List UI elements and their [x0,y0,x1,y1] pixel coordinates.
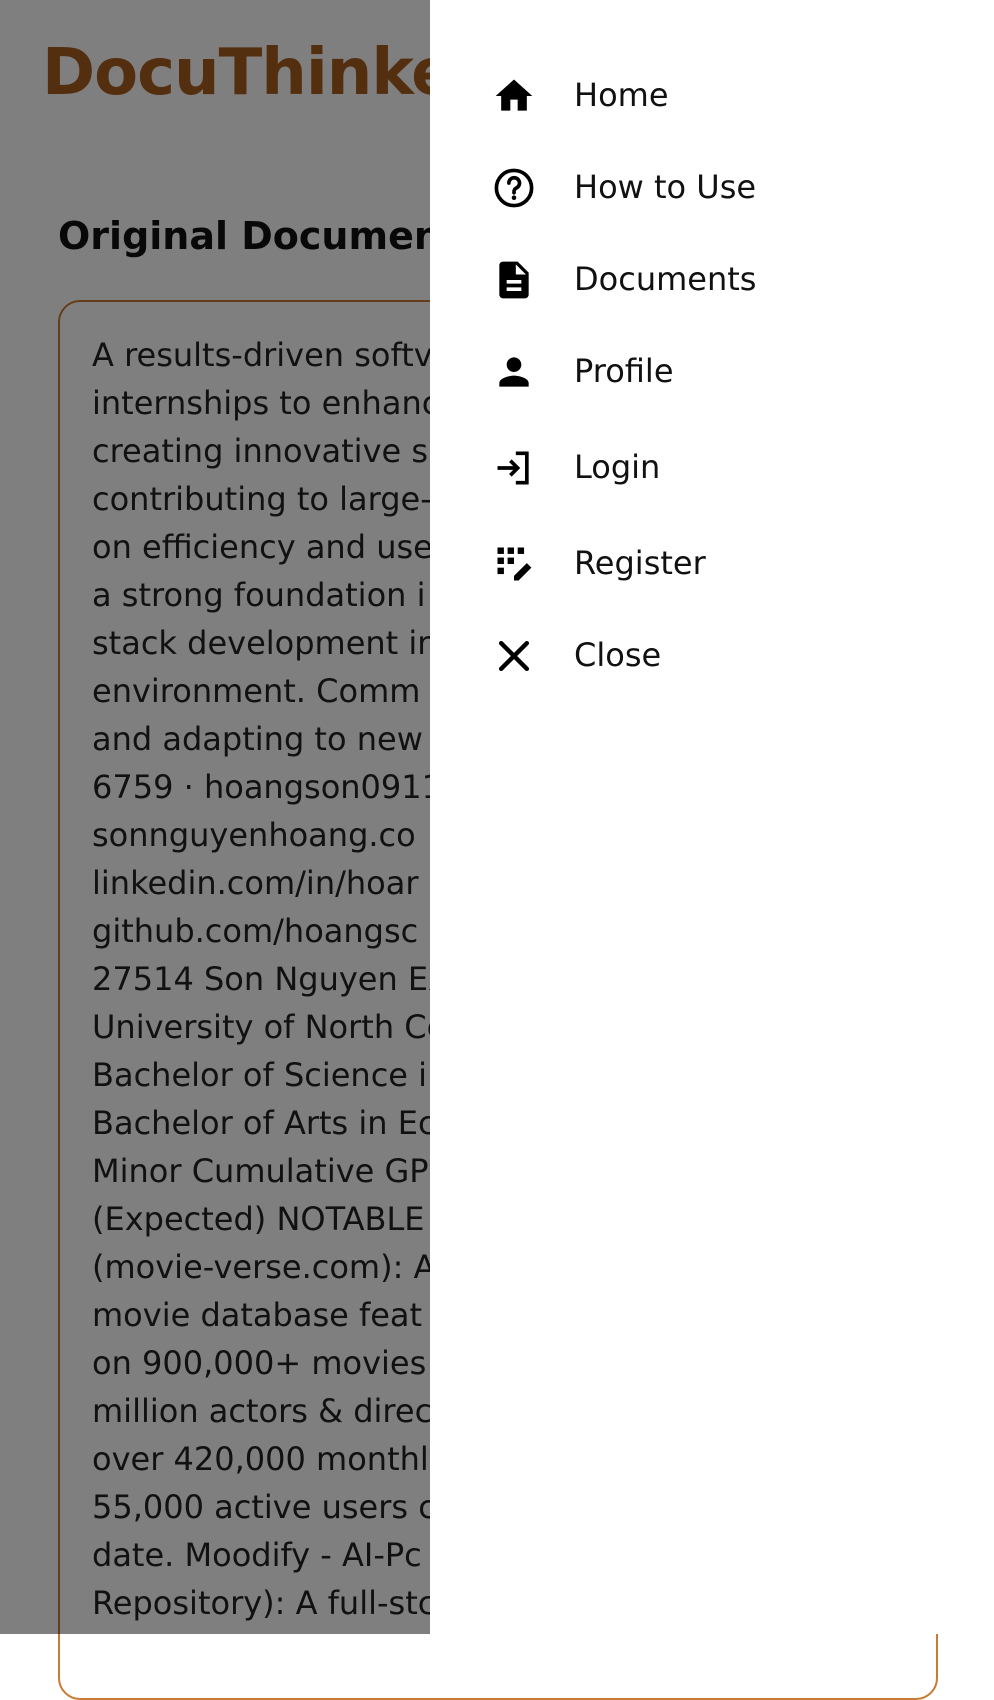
nav-item-how-to-use[interactable]: How to Use [430,140,994,236]
navigation-drawer: Home How to Use Documents Profile [430,0,994,1634]
close-icon [492,634,536,678]
nav-item-label: Documents [574,260,757,298]
login-icon [492,446,536,490]
nav-item-label: Login [574,448,661,486]
document-icon [492,258,536,302]
nav-item-label: Home [574,76,669,114]
nav-item-profile[interactable]: Profile [430,324,994,420]
nav-item-close[interactable]: Close [430,608,994,704]
help-circle-icon [492,166,536,210]
nav-item-register[interactable]: Register [430,516,994,612]
nav-item-label: How to Use [574,168,757,206]
nav-item-label: Register [574,544,706,582]
nav-item-documents[interactable]: Documents [430,232,994,328]
home-icon [492,74,536,118]
nav-item-label: Profile [574,352,674,390]
person-icon [492,350,536,394]
nav-item-label: Close [574,636,662,674]
nav-item-home[interactable]: Home [430,48,994,144]
nav-item-login[interactable]: Login [430,420,994,516]
register-icon [492,542,536,586]
